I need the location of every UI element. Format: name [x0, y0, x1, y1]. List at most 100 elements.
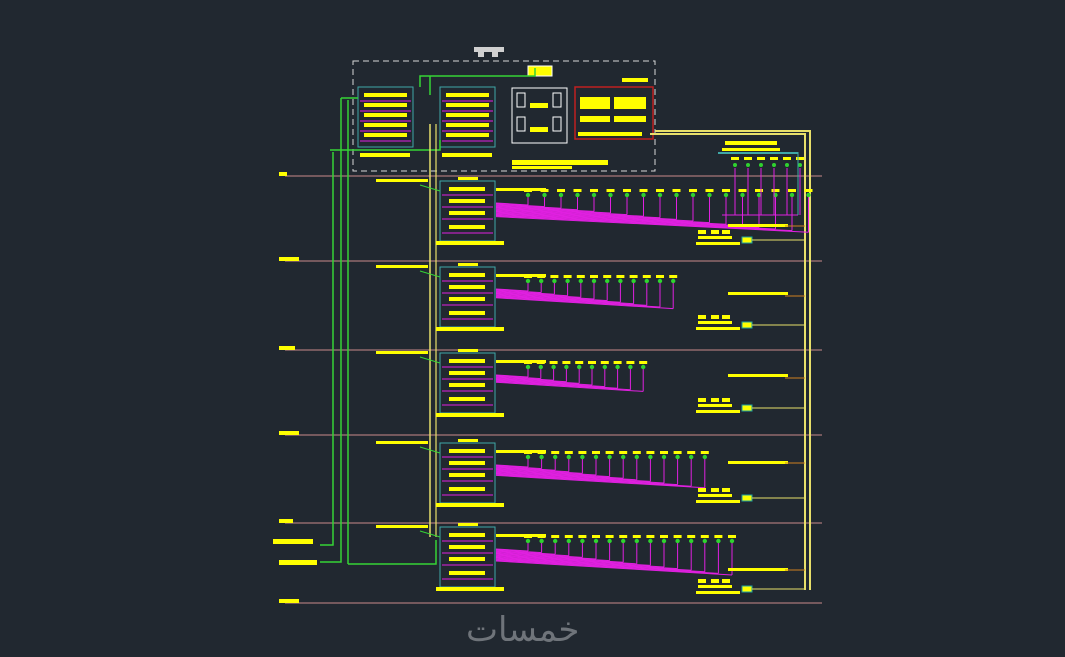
circuit-label — [592, 451, 600, 454]
switch-label — [530, 103, 548, 108]
circuit-label — [588, 361, 596, 364]
circuit-device — [539, 278, 544, 284]
circuit-device — [602, 364, 607, 370]
panel-tag — [458, 263, 478, 266]
panel-tag — [458, 439, 478, 442]
meter-label — [696, 327, 740, 330]
dist-tag — [744, 157, 752, 160]
branch-circuit — [495, 210, 694, 222]
circuit-label — [564, 451, 573, 454]
branch-circuit — [495, 206, 611, 214]
panel-bar — [449, 225, 485, 229]
red-panel-bar — [578, 132, 642, 136]
panel-bar — [364, 103, 407, 107]
branch-circuit — [495, 464, 529, 468]
circuit-label — [576, 275, 585, 278]
branch-circuit — [495, 294, 621, 303]
circuit-label — [646, 451, 655, 454]
panel-label — [436, 327, 504, 331]
panel-label — [360, 153, 410, 157]
floor-label — [376, 525, 428, 528]
circuit-label — [603, 275, 612, 278]
dist-device — [733, 163, 737, 167]
circuit-label — [626, 361, 635, 364]
dist-device — [746, 163, 750, 167]
branch-circuit — [495, 558, 705, 573]
branch-circuit — [495, 212, 743, 227]
circuit-label — [563, 275, 572, 278]
branch-circuit — [495, 548, 529, 552]
circuit-device — [707, 192, 712, 198]
circuit-device — [578, 278, 583, 284]
branch-circuit — [495, 294, 634, 305]
branch-circuit — [495, 470, 624, 479]
feeder-tap — [419, 446, 441, 454]
branch-circuit — [495, 378, 593, 386]
circuit-label — [804, 189, 813, 192]
branch-circuit — [495, 207, 628, 216]
circuit-label — [632, 535, 641, 538]
red-panel-bar — [614, 116, 646, 122]
branch-circuit — [495, 374, 529, 378]
circuit-device — [558, 192, 564, 198]
panel-bar — [449, 557, 485, 561]
meter-label — [698, 398, 706, 402]
panel-bar — [449, 487, 485, 491]
circuit-label — [656, 189, 664, 192]
branch-circuit — [495, 553, 610, 562]
feeder-tap — [419, 356, 441, 364]
panel-bar — [449, 383, 485, 387]
branch-circuit — [495, 471, 651, 482]
panel-bar — [449, 359, 485, 363]
meter-box — [741, 321, 753, 329]
title-block — [474, 47, 504, 52]
circuit-label — [605, 535, 614, 538]
riser-yellow-main — [650, 133, 806, 590]
meter-label — [696, 242, 740, 245]
circuit-label — [564, 535, 573, 538]
branch-circuit — [495, 552, 597, 560]
panel-bar — [449, 449, 485, 453]
meter-box — [741, 404, 753, 412]
panel-bar — [446, 93, 489, 97]
floor-note — [728, 461, 788, 464]
panel-bar — [446, 113, 489, 117]
circuit-device — [648, 538, 653, 544]
circuit-label — [629, 275, 638, 278]
meter-label — [698, 230, 706, 234]
circuit-label — [613, 361, 622, 364]
circuit-label — [605, 451, 614, 454]
panel-bar — [364, 133, 407, 137]
circuit-label — [656, 275, 664, 278]
floor-note — [728, 374, 788, 377]
branch-circuit — [495, 474, 692, 487]
meter-box — [741, 585, 753, 593]
circuit-device — [756, 192, 762, 198]
panel-bar — [449, 199, 485, 203]
branch-circuit — [495, 375, 541, 380]
branch-circuit — [495, 474, 705, 489]
circuit-device — [621, 454, 626, 460]
circuit-device — [740, 192, 745, 198]
branch-circuit — [495, 376, 554, 381]
circuit-device — [608, 192, 613, 198]
circuit-device — [674, 192, 679, 198]
branch-circuit — [495, 293, 608, 302]
switch-contact — [552, 92, 562, 108]
circuit-device — [591, 192, 597, 198]
branch-circuit — [495, 202, 529, 206]
branch-circuit — [495, 208, 644, 217]
branch-circuit — [495, 203, 545, 208]
circuit-label — [738, 189, 747, 192]
feeder-tap — [419, 184, 441, 192]
branch-circuit — [495, 291, 581, 298]
main-room-outline — [352, 60, 656, 172]
branch-circuit — [495, 549, 542, 554]
red-panel-bar — [614, 97, 646, 109]
level-marker — [279, 431, 299, 435]
branch-circuit — [495, 204, 562, 209]
panel-bar — [449, 545, 485, 549]
riser-green — [320, 98, 342, 563]
